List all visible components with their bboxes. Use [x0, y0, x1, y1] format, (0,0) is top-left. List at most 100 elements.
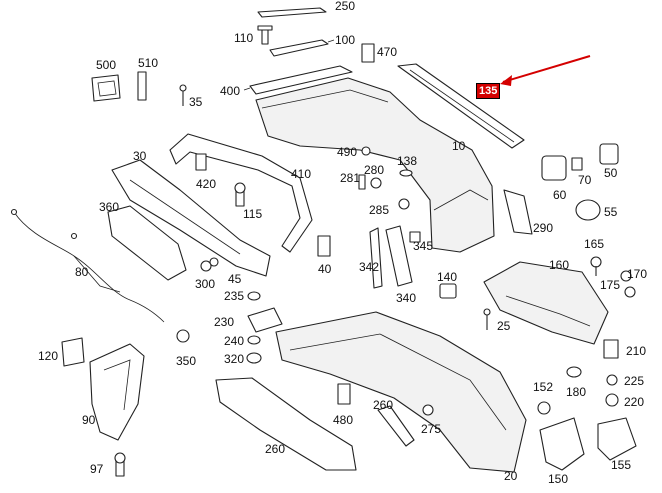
label-165: 165	[584, 237, 605, 251]
screw-170	[620, 270, 632, 282]
clip-110	[257, 25, 273, 45]
bracket-510	[137, 71, 147, 101]
label-345: 345	[413, 239, 434, 253]
label-510: 510	[138, 56, 159, 70]
frame-410	[169, 133, 313, 253]
label-115: 115	[243, 207, 263, 221]
fastener-152	[537, 401, 551, 415]
bracket-150	[539, 417, 585, 471]
label-175: 175	[600, 278, 621, 292]
fastener-490	[361, 146, 371, 156]
bracket-90	[89, 343, 145, 441]
pin-25	[483, 308, 491, 330]
label-110: 110	[234, 31, 254, 45]
block-480	[337, 383, 351, 405]
clip-240	[247, 335, 261, 345]
fastener-138	[399, 169, 413, 177]
label-500: 500	[96, 58, 117, 72]
label-260-right: 260	[373, 398, 394, 412]
label-480: 480	[333, 413, 354, 427]
label-152: 152	[533, 380, 554, 394]
label-50: 50	[604, 166, 618, 180]
label-40: 40	[318, 262, 332, 276]
label-300: 300	[195, 277, 216, 291]
sensor-210	[603, 339, 619, 359]
label-220: 220	[624, 395, 645, 409]
screw-165	[590, 256, 602, 276]
clip-180	[566, 366, 582, 378]
clip-220	[605, 393, 619, 407]
screw-275	[422, 404, 434, 416]
bumper-cover-10	[255, 77, 495, 253]
wiring-80	[10, 208, 165, 323]
label-230: 230	[214, 315, 235, 329]
nut-45	[209, 257, 219, 267]
cover-500	[91, 74, 121, 102]
label-350: 350	[176, 354, 197, 368]
nut-300	[200, 260, 212, 272]
label-275: 275	[421, 422, 442, 436]
label-240: 240	[224, 334, 245, 348]
label-360: 360	[99, 200, 120, 214]
label-90: 90	[82, 413, 96, 427]
plate-120	[61, 337, 85, 367]
bracket-30	[111, 159, 271, 277]
label-180: 180	[566, 385, 587, 399]
label-470: 470	[377, 45, 398, 59]
label-290: 290	[533, 221, 554, 235]
label-120: 120	[38, 349, 59, 363]
label-410: 410	[291, 167, 312, 181]
fastener-281	[358, 174, 366, 190]
callout-arrow	[500, 55, 591, 86]
label-210: 210	[626, 344, 647, 358]
clip-420	[195, 153, 207, 171]
label-250: 250	[335, 0, 356, 13]
clip-70	[571, 157, 583, 171]
label-160: 160	[549, 258, 570, 272]
clip-345	[409, 231, 421, 243]
label-280: 280	[364, 163, 385, 177]
label-281: 281	[340, 171, 361, 185]
bracket-230	[247, 307, 283, 333]
label-70: 70	[578, 173, 592, 187]
label-320: 320	[224, 352, 245, 366]
holder-50	[599, 143, 619, 165]
label-260-left: 260	[265, 442, 286, 456]
label-138: 138	[397, 154, 418, 168]
diffuser-160	[483, 261, 609, 345]
label-225: 225	[624, 374, 645, 388]
label-60: 60	[553, 188, 567, 202]
bracket-360	[107, 205, 187, 281]
sill-strip-135	[397, 63, 525, 149]
label-80: 80	[75, 265, 89, 279]
label-25: 25	[497, 319, 511, 333]
label-490: 490	[337, 145, 358, 159]
fastener-285	[398, 198, 410, 210]
label-20: 20	[504, 469, 518, 483]
screw-175	[624, 286, 636, 298]
bracket-260-left	[215, 377, 357, 471]
fastener-350	[176, 329, 190, 343]
label-285: 285	[369, 203, 390, 217]
plate-40	[317, 235, 331, 257]
label-150: 150	[548, 472, 569, 486]
fastener-280	[370, 177, 382, 189]
label-45: 45	[228, 272, 242, 286]
label-10: 10	[452, 139, 466, 153]
label-55: 55	[604, 205, 618, 219]
housing-155	[597, 417, 637, 461]
label-30: 30	[133, 149, 147, 163]
clip-235	[247, 291, 261, 301]
strip-400	[243, 65, 353, 95]
label-155: 155	[611, 458, 632, 472]
lower-bumper-20	[275, 311, 527, 473]
label-100: 100	[335, 33, 356, 47]
bracket-260-right	[377, 405, 415, 447]
label-342: 342	[359, 260, 380, 274]
clip-225	[606, 374, 618, 386]
bolt-115	[234, 182, 246, 207]
bolt-97	[114, 452, 126, 477]
label-170: 170	[627, 267, 648, 281]
